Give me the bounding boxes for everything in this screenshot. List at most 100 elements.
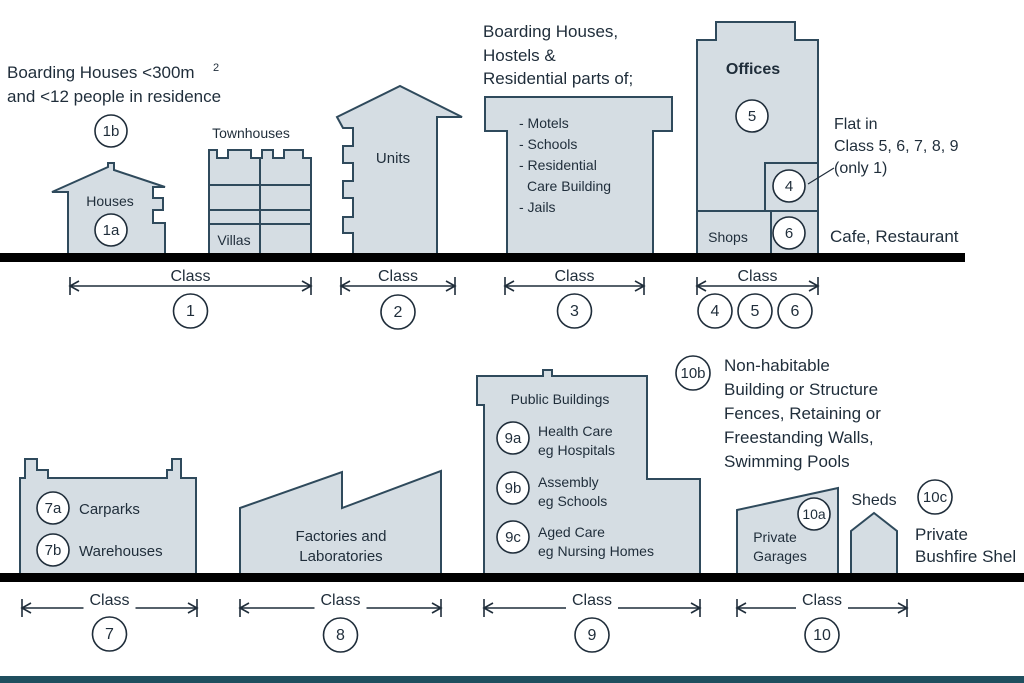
- class-span-arrow: [503, 280, 515, 292]
- badge-9a: 9a: [496, 421, 530, 455]
- offices-building: [696, 21, 819, 255]
- svg-text:5: 5: [748, 108, 756, 125]
- class-number-label: 8: [336, 627, 345, 644]
- nonhab-line3: Fences, Retaining or: [724, 404, 881, 423]
- garages-line1: Private: [753, 529, 797, 545]
- class-number-badge: [804, 617, 840, 653]
- class-word-label: Class: [89, 592, 129, 609]
- class-span-arrow: [690, 602, 702, 614]
- class-number-label: 2: [394, 304, 403, 321]
- class-span-arrow: [735, 602, 747, 614]
- boarding-small-line2: and <12 people in residence: [7, 87, 221, 106]
- badge-10a: 10a: [797, 497, 831, 531]
- badge-10b: 10b: [675, 355, 711, 391]
- class-span-arrow: [187, 602, 199, 614]
- assembly-line2: eg Schools: [538, 493, 607, 509]
- svg-text:4: 4: [785, 178, 793, 195]
- nonhab-line5: Swimming Pools: [724, 452, 850, 471]
- class-span-arrow: [431, 602, 443, 614]
- svg-text:9a: 9a: [505, 430, 522, 447]
- shed-building: [850, 511, 898, 575]
- svg-text:10b: 10b: [680, 365, 705, 382]
- svg-text:7a: 7a: [45, 500, 62, 517]
- badge-5-offices: 5: [735, 99, 769, 133]
- villas-label: Villas: [217, 232, 250, 248]
- aged-line1: Aged Care: [538, 524, 605, 540]
- class-span-arrow: [482, 602, 494, 614]
- class-word-label: Class: [737, 268, 777, 285]
- svg-text:7b: 7b: [45, 542, 62, 559]
- flat-line3: (only 1): [834, 160, 887, 177]
- badge-7a: 7a: [36, 491, 70, 525]
- class-number-label: 9: [588, 627, 597, 644]
- boarding-small-line1: Boarding Houses <300m: [7, 63, 195, 82]
- class-number-badge: [777, 293, 813, 329]
- svg-text:10c: 10c: [923, 489, 948, 506]
- class-span-arrow: [339, 280, 351, 292]
- class-marker-8: Class 8: [238, 590, 443, 653]
- class-marker-7: Class 7: [20, 590, 199, 652]
- garages-line2: Garages: [753, 548, 807, 564]
- boarding-large-line2: Hostels &: [483, 46, 556, 65]
- class-word-label: Class: [802, 592, 842, 609]
- class-span-arrow: [695, 280, 707, 292]
- motels-label: - Motels: [519, 115, 569, 131]
- health-line1: Health Care: [538, 423, 613, 439]
- class-word-label: Class: [320, 592, 360, 609]
- class-number-label: 6: [791, 303, 800, 320]
- factories-line1: Factories and: [296, 528, 387, 545]
- svg-text:10a: 10a: [802, 506, 826, 522]
- svg-text:9b: 9b: [505, 480, 522, 497]
- residential-label: - Residential: [519, 157, 597, 173]
- bottom-ground-line: [0, 573, 1024, 582]
- badge-4-flat: 4: [772, 169, 806, 203]
- class-number-label: 1: [186, 303, 195, 320]
- jails-label: - Jails: [519, 199, 556, 215]
- public-buildings-label: Public Buildings: [511, 391, 610, 407]
- shops-label: Shops: [708, 229, 748, 245]
- class-span-arrow: [808, 280, 820, 292]
- nonhab-line4: Freestanding Walls,: [724, 428, 874, 447]
- nonhab-line2: Building or Structure: [724, 380, 878, 399]
- cafe-restaurant-label: Cafe, Restaurant: [830, 227, 959, 246]
- offices-label: Offices: [726, 61, 780, 78]
- badge-9b: 9b: [496, 471, 530, 505]
- townhouses-label: Townhouses: [212, 125, 290, 141]
- carparks-label: Carparks: [79, 501, 140, 518]
- class-number-label: 5: [751, 303, 760, 320]
- class-span-arrow: [445, 280, 457, 292]
- care-building-label: Care Building: [527, 178, 611, 194]
- units-label: Units: [376, 150, 410, 167]
- class-number-label: 7: [105, 626, 114, 643]
- schools-label: - Schools: [519, 136, 577, 152]
- svg-text:1b: 1b: [103, 123, 120, 140]
- class-span-arrow: [68, 280, 80, 292]
- badge-6-shops: 6: [772, 216, 806, 250]
- warehouses-label: Warehouses: [79, 543, 163, 560]
- flat-line1: Flat in: [834, 116, 878, 133]
- svg-text:1a: 1a: [103, 222, 120, 239]
- badge-7b: 7b: [36, 533, 70, 567]
- top-ground-line: [0, 253, 965, 262]
- aged-line2: eg Nursing Homes: [538, 543, 654, 559]
- public-buildings-building: [476, 369, 701, 575]
- residential-class3-building: [484, 96, 673, 255]
- private-line2: Bushfire Shel: [915, 547, 1016, 566]
- badge-10c: 10c: [917, 479, 953, 515]
- health-line2: eg Hospitals: [538, 442, 615, 458]
- class-number-badge: [556, 293, 593, 329]
- sheds-label: Sheds: [851, 492, 896, 509]
- svg-text:6: 6: [785, 225, 793, 242]
- svg-text:9c: 9c: [505, 529, 521, 546]
- class-span-arrow: [301, 280, 313, 292]
- badge-9c: 9c: [496, 520, 530, 554]
- class-span-arrow: [634, 280, 646, 292]
- badge-1b: 1b: [94, 114, 128, 148]
- class-number-badge: [322, 617, 359, 653]
- boarding-large-line3: Residential parts of;: [483, 69, 633, 88]
- class-number-badge: [172, 293, 209, 329]
